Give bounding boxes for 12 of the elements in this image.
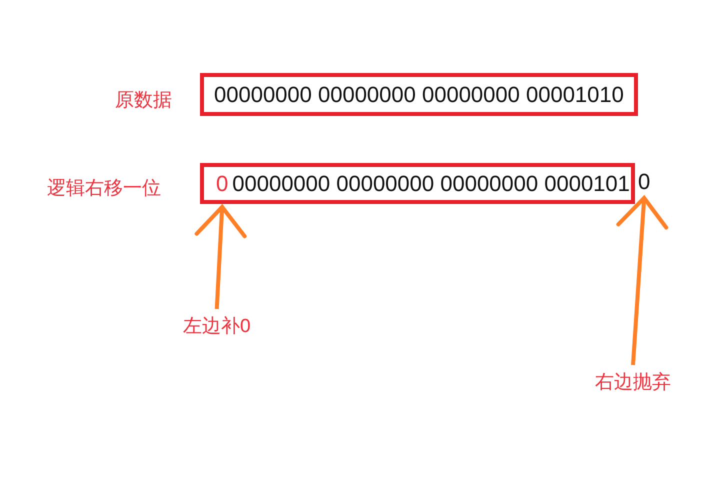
row-label: 逻辑右移一位 [47,177,161,201]
arrow [194,205,247,310]
binary-digits: 00000000 00000000 00000000 00001010 [214,82,624,108]
bit-box [200,73,638,116]
bit-box [200,163,635,204]
discarded-zero: 0 [638,169,650,195]
padded-zero: 0 [216,170,228,196]
arrow [616,196,668,366]
annotation-text: 右边抛弃 [595,369,671,395]
row-label: 原数据 [115,89,172,113]
binary-digits: 00000000 00000000 00000000 0000101 [232,170,630,196]
annotation-text: 左边补0 [183,313,251,339]
